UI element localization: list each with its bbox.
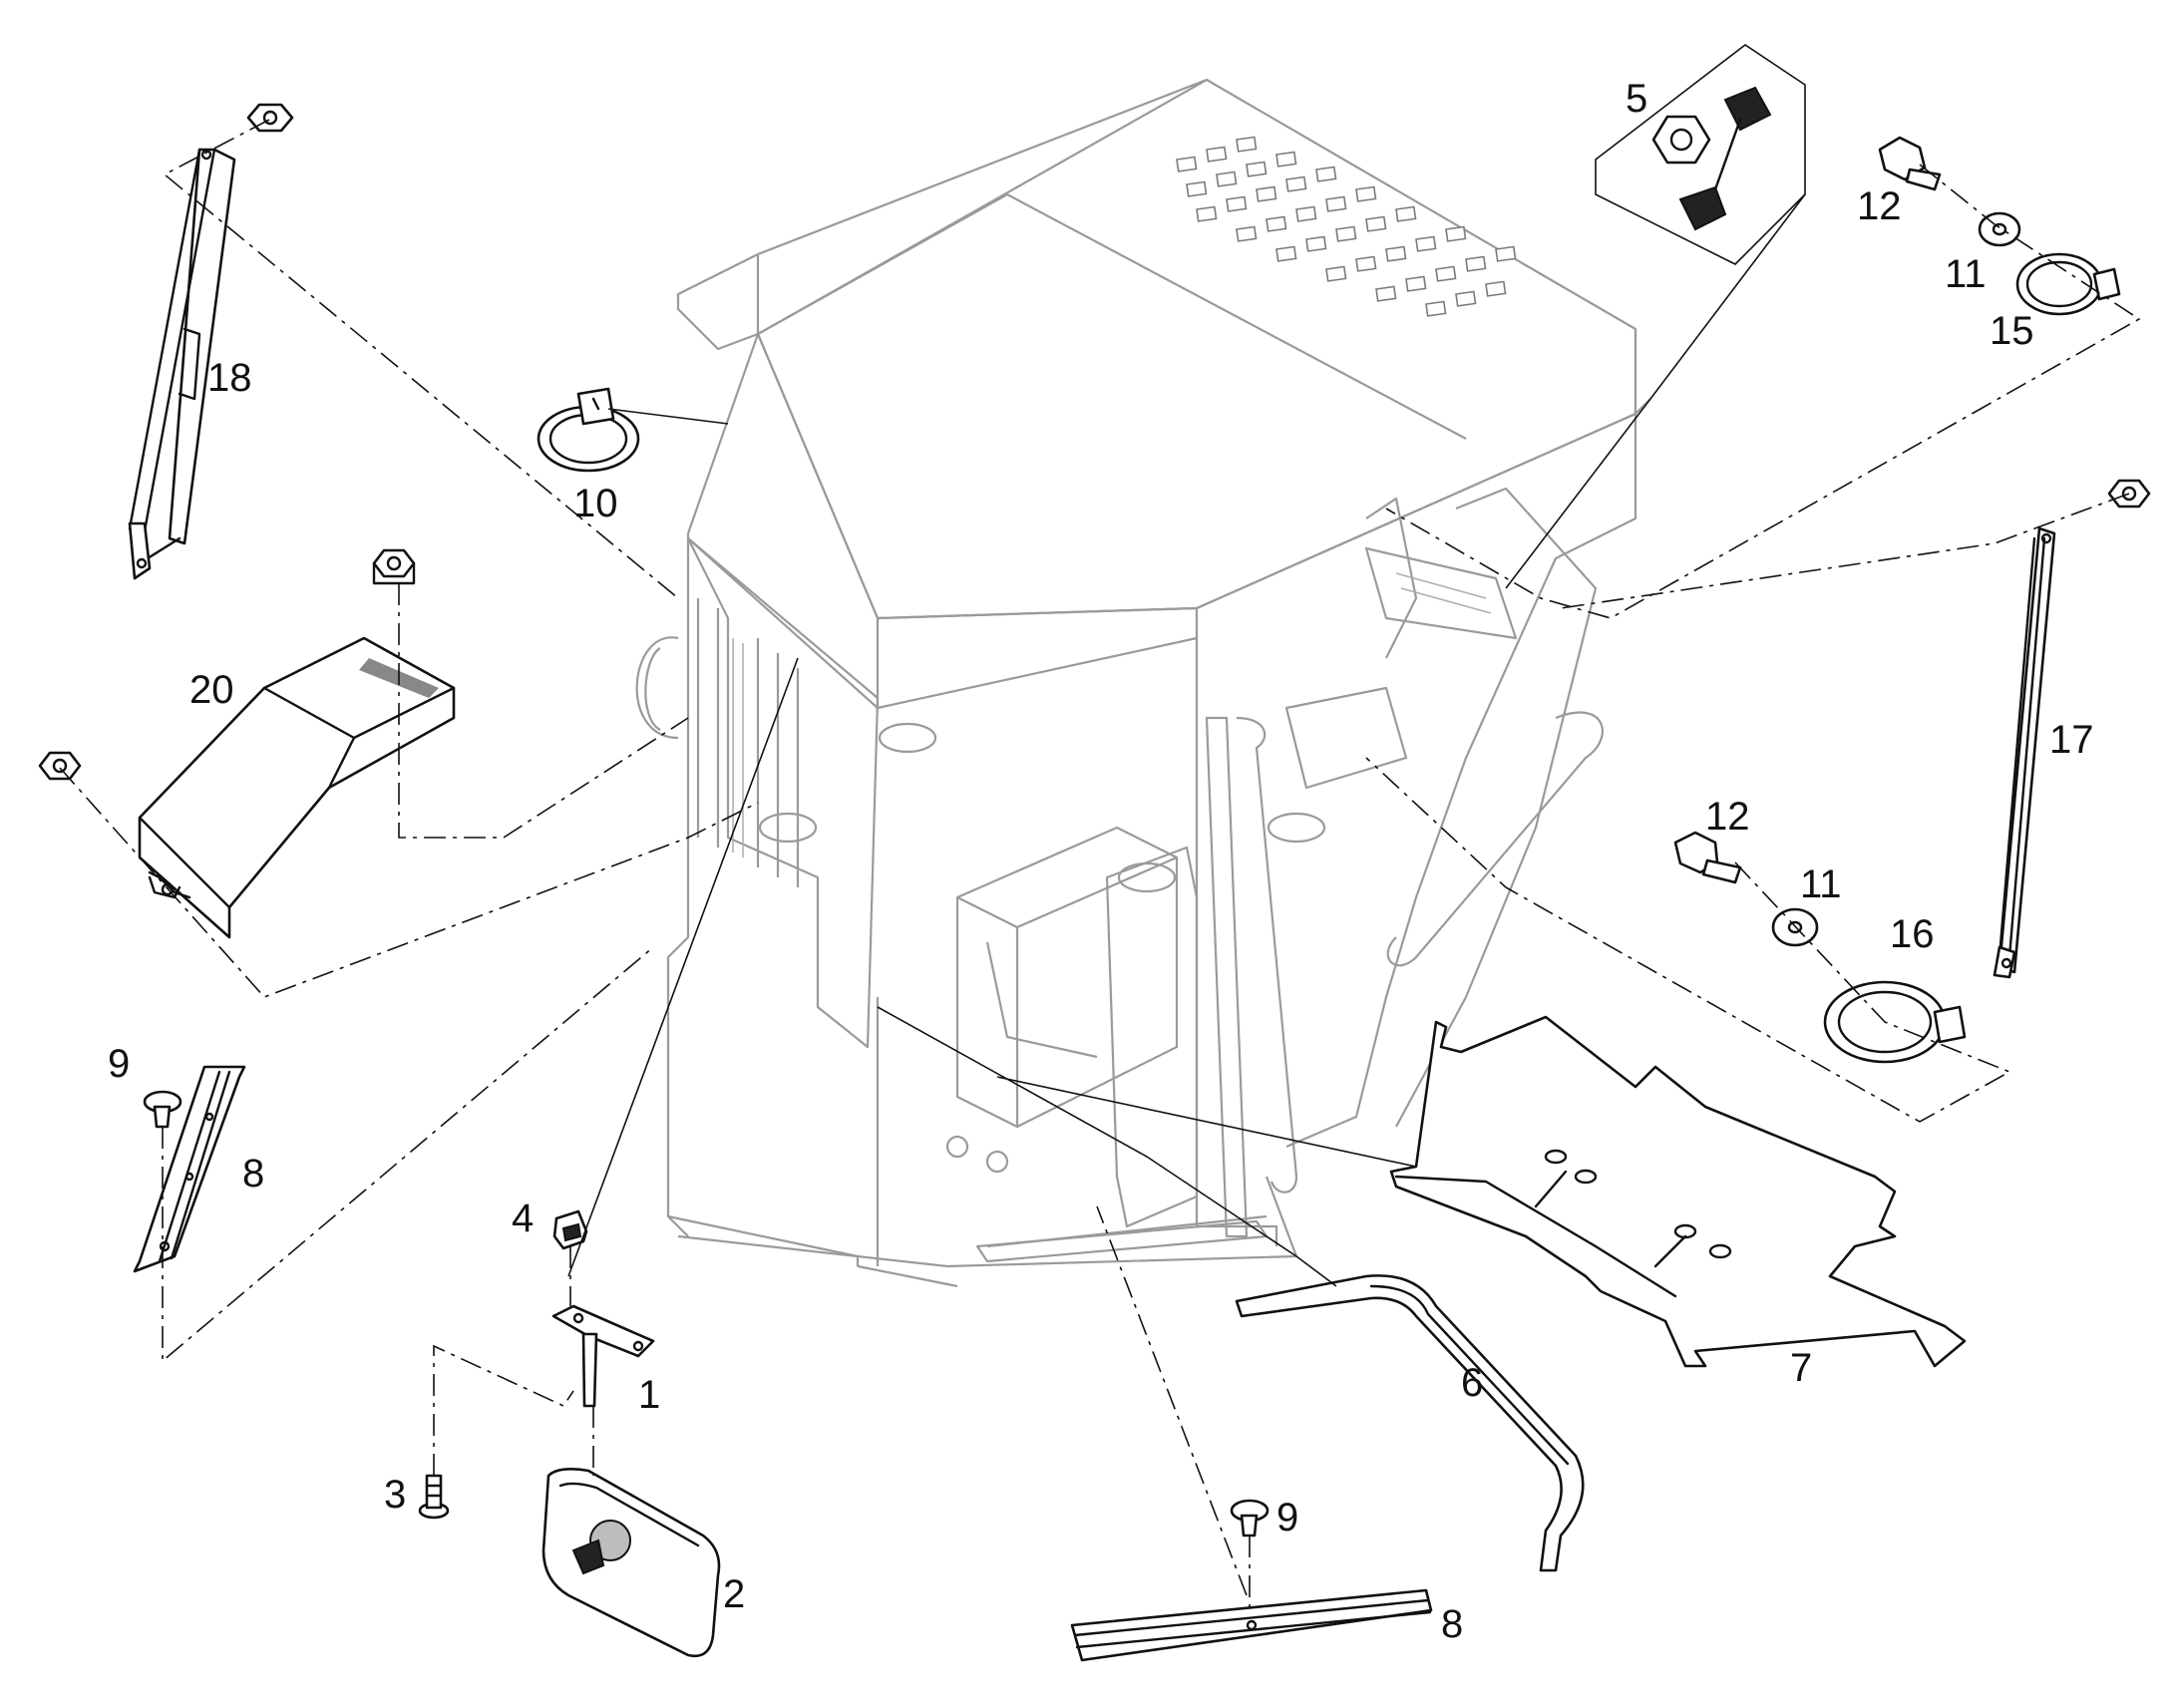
label-part-2: 2: [723, 1572, 745, 1616]
part-3-bolt: [418, 1474, 450, 1520]
label-part-9-bottom: 9: [1276, 1496, 1298, 1539]
cab-frame: [635, 78, 1651, 1288]
label-part-11-mid: 11: [1800, 862, 1842, 906]
label-part-18: 18: [207, 356, 252, 400]
part-6-edge-profile: [1235, 1274, 1585, 1572]
part-4-clip: [552, 1209, 588, 1250]
nut-left: [38, 751, 82, 781]
part-20-cover: [138, 636, 456, 939]
label-part-5: 5: [1626, 77, 1647, 121]
nut-part-20: [372, 548, 416, 585]
label-part-9-left: 9: [108, 1042, 130, 1086]
label-part-11-top: 11: [1945, 252, 1987, 296]
label-part-12-top: 12: [1857, 184, 1902, 228]
label-part-8-bottom: 8: [1441, 1602, 1463, 1646]
label-part-6: 6: [1461, 1361, 1483, 1405]
part-8-sill-bottom: [1070, 1588, 1433, 1662]
part-16-clamp: [1823, 980, 1967, 1064]
label-part-16: 16: [1890, 912, 1935, 956]
roof-vent-grid: [1176, 136, 1517, 317]
part-18-strip: [128, 148, 236, 580]
part-7-floor-mat: [1389, 1015, 1967, 1368]
label-part-4: 4: [512, 1196, 534, 1240]
label-part-12-mid: 12: [1705, 795, 1750, 839]
label-part-8-left: 8: [242, 1152, 264, 1196]
part-9-screw-bottom: [1230, 1499, 1270, 1537]
part-2-mirror: [542, 1468, 721, 1658]
part-5-kit: [1595, 44, 1806, 265]
part-10-ring: [537, 387, 640, 473]
label-part-7: 7: [1790, 1346, 1812, 1390]
explosion-lines: [59, 119, 2141, 1615]
label-part-3: 3: [384, 1473, 406, 1517]
label-part-1: 1: [638, 1373, 660, 1417]
part-1-bracket: [551, 1304, 655, 1408]
label-part-10: 10: [573, 482, 618, 525]
label-part-17: 17: [2049, 718, 2094, 762]
part-labels: 1 2 3 4 5 6 7 8 8 9 9 10 11 11 12 12 15 …: [108, 77, 2094, 1646]
part-12-bolt-mid: [1673, 831, 1742, 884]
part-12-bolt-top: [1878, 136, 1942, 191]
label-part-20: 20: [189, 668, 234, 712]
part-17-strip: [1993, 526, 2056, 979]
label-part-15: 15: [1990, 309, 2034, 353]
leader-lines: [567, 193, 1806, 1287]
part-15-clamp: [2015, 252, 2121, 316]
part-9-screw-left: [143, 1090, 182, 1129]
